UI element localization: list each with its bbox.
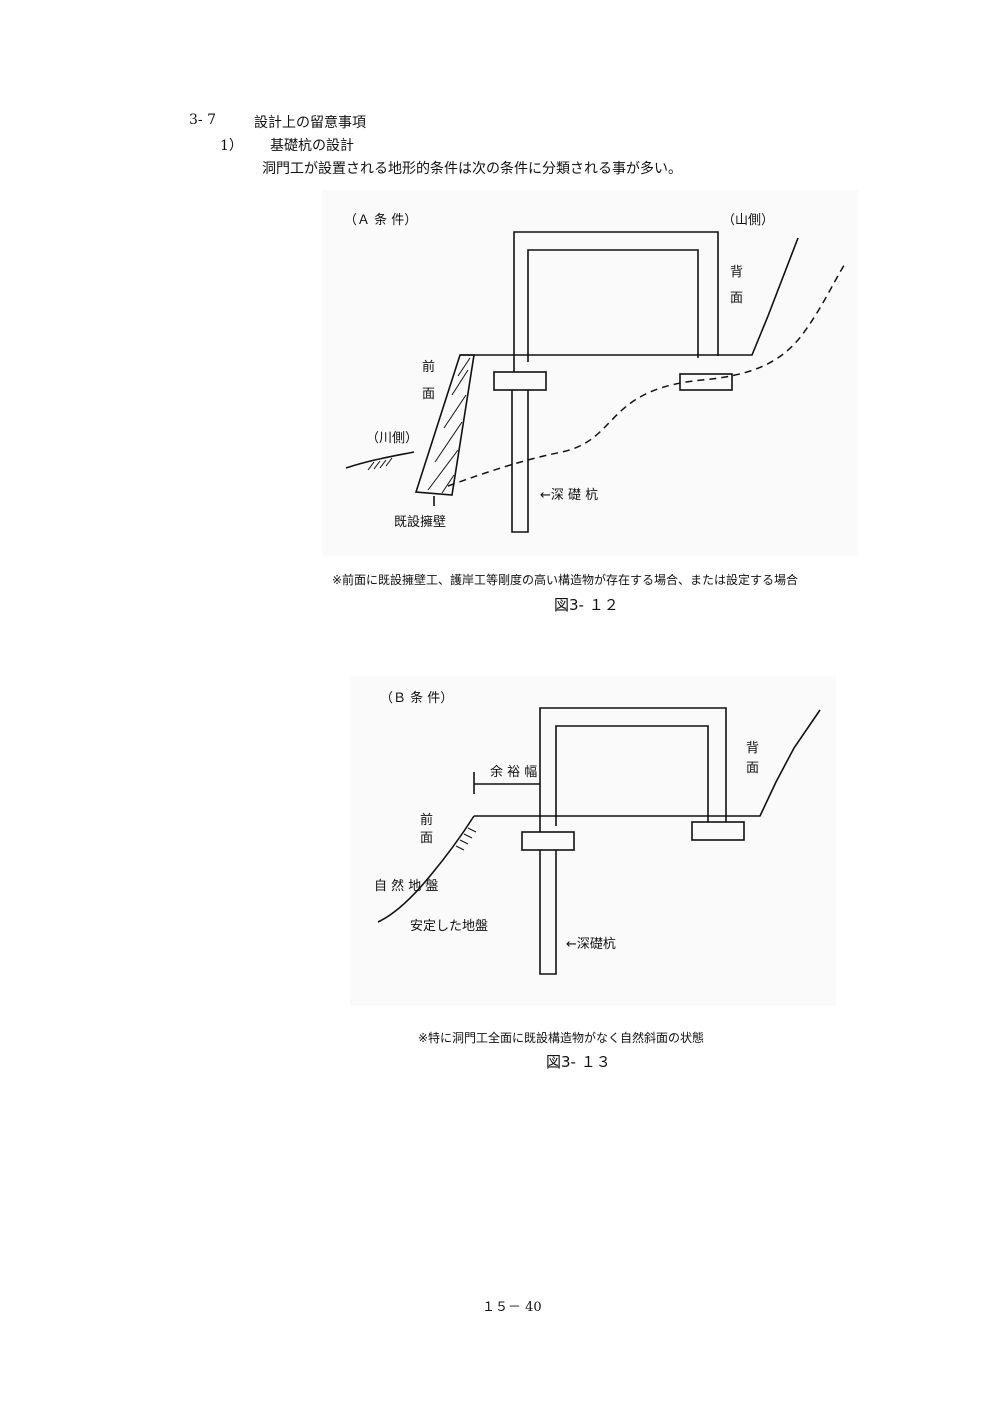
figure-3-12: （Ａ 条 件） （山側） 背 面 前 面 （川側） ←深 礎 杭 既設擁壁 — [322, 190, 858, 556]
bedrock-line — [447, 261, 847, 487]
retaining-wall-label: 既設擁壁 — [394, 514, 446, 530]
portal-frame-outer — [539, 707, 727, 832]
retaining-wall — [414, 354, 475, 496]
figure-3-12-drawing: （Ａ 条 件） （山側） 背 面 前 面 （川側） ←深 礎 杭 既設擁壁 — [344, 212, 847, 533]
natural-ground-label: 自 然 地 盤 — [374, 878, 438, 894]
front-face-label-1: 前 — [420, 812, 433, 828]
deep-pile-label: ←深 礎 杭 — [540, 488, 598, 503]
portal-frame-inner — [527, 249, 699, 362]
portal-frame-inner — [555, 725, 709, 826]
subsection-title: 基礎杭の設計 — [270, 138, 354, 154]
stable-ground-label: 安定した地盤 — [410, 919, 488, 934]
back-face-label-2: 面 — [730, 291, 743, 306]
figure-3-13-caption: 図3- １３ — [546, 1053, 611, 1071]
front-footing — [521, 831, 575, 851]
condition-label: （Ｂ 条 件） — [380, 690, 453, 706]
ground-line — [460, 237, 799, 356]
section-number: 3- 7 — [189, 112, 216, 128]
figure-3-13: （Ｂ 条 件） 背 面 余 裕 幅 前 面 自 然 地 盤 安定した地盤 ←深礎… — [350, 676, 836, 1006]
deep-pile — [539, 850, 557, 975]
river-side-label: （川側） — [366, 431, 418, 446]
front-face-label-1: 前 — [422, 359, 435, 375]
margin-width-label: 余 裕 幅 — [490, 764, 537, 780]
page-number: １５－ 40 — [482, 1300, 542, 1315]
intro-paragraph: 洞門工が設置される地形的条件は次の条件に分類される事が多い。 — [262, 161, 682, 177]
mountain-side-label: （山側） — [722, 213, 774, 228]
figure-3-13-note: ※特に洞門工全面に既設構造物がなく自然斜面の状態 — [418, 1031, 705, 1045]
back-face-label-1: 背 — [746, 741, 759, 756]
condition-label: （Ａ 条 件） — [344, 212, 417, 228]
subsection-number: 1） — [220, 138, 243, 154]
retaining-wall-hatching — [427, 357, 471, 494]
river-bank-hatch — [367, 457, 393, 471]
margin-width-dimension — [473, 772, 540, 794]
figure-3-13-drawing: （Ｂ 条 件） 背 面 余 裕 幅 前 面 自 然 地 盤 安定した地盤 ←深礎… — [374, 690, 821, 975]
ground-line — [474, 709, 821, 817]
front-footing — [493, 371, 547, 391]
section-title: 設計上の留意事項 — [254, 115, 366, 131]
back-footing — [691, 821, 745, 841]
deep-pile — [511, 390, 529, 533]
portal-frame-outer — [513, 231, 719, 372]
back-footing — [679, 373, 733, 391]
back-face-label-2: 面 — [746, 761, 759, 776]
slope-hatch — [455, 827, 477, 851]
river-bank — [345, 451, 415, 469]
front-face-label-2: 面 — [422, 387, 435, 402]
back-face-label-1: 背 — [730, 265, 743, 280]
front-face-label-2: 面 — [420, 831, 433, 846]
figure-3-12-note: ※前面に既設擁壁工、護岸工等剛度の高い構造物が存在する場合、または設定する場合 — [332, 573, 799, 587]
natural-slope — [377, 815, 475, 923]
deep-pile-label: ←深礎杭 — [566, 937, 616, 952]
figure-3-12-caption: 図3- １２ — [554, 596, 619, 614]
